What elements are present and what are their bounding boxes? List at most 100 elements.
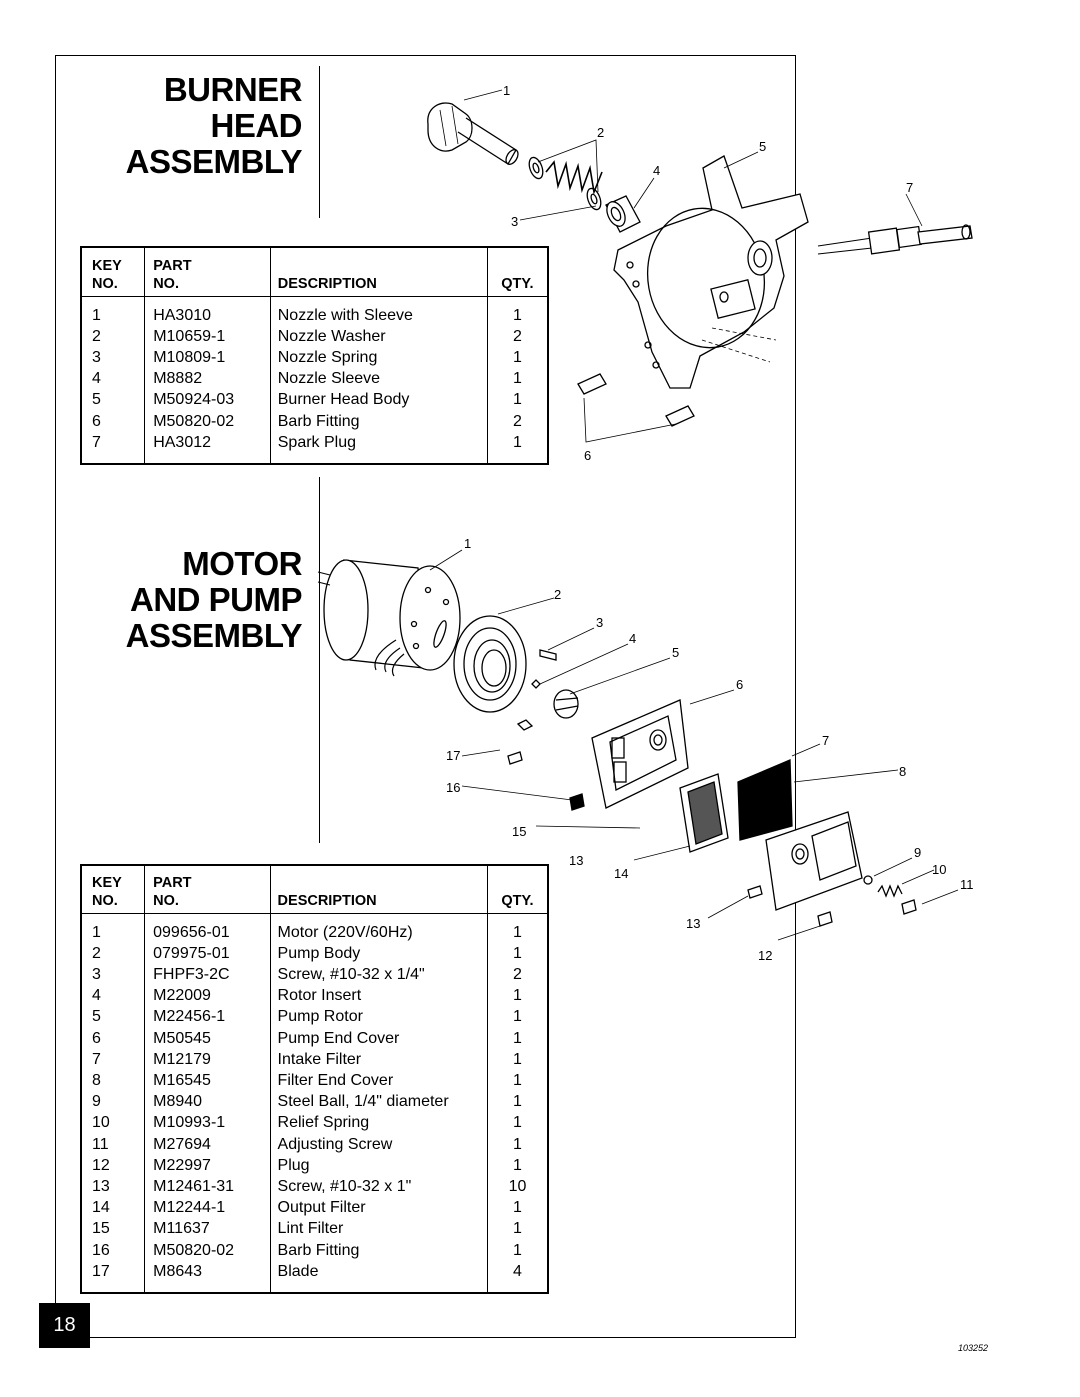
key-no-header: KEY NO.: [81, 247, 145, 297]
description-cell: Steel Ball, 1/4" diameter: [269, 1091, 488, 1113]
part-no-cell: M27694: [144, 1133, 271, 1155]
callout-number: 13: [569, 853, 583, 868]
qty-cell: 1: [486, 1091, 548, 1113]
part-no-cell: HA3012: [144, 431, 271, 453]
description-header: DESCRIPTION: [269, 247, 488, 297]
title-line: ASSEMBLY: [125, 143, 303, 180]
key-no-cell: 1: [92, 306, 101, 324]
callout-number: 17: [446, 748, 460, 763]
document-code: 103252: [958, 1343, 989, 1353]
qty-cell: 1: [486, 1027, 548, 1049]
description-cell: Pump Body: [269, 942, 488, 964]
callout-number: 5: [759, 139, 766, 154]
part-no-cell: 079975-01: [144, 942, 271, 964]
description-cell: Nozzle Spring: [269, 346, 488, 369]
qty-cell: 1: [486, 304, 548, 326]
qty-cell: 1: [486, 1239, 548, 1261]
qty-cell: 1: [486, 985, 548, 1007]
part-no-cell: M22456-1: [144, 1006, 271, 1028]
part-no-cell: M50820-02: [144, 1239, 271, 1261]
key-no-cell: 6: [92, 412, 101, 430]
part-no-cell: M10659-1: [144, 325, 271, 347]
key-no-cell: 7: [92, 433, 101, 451]
section-divider-line: [319, 66, 320, 218]
callout-number: 7: [822, 733, 829, 748]
callout-number: 2: [597, 125, 604, 140]
description-cell: Nozzle with Sleeve: [269, 304, 488, 326]
description-cell: Motor (220V/60Hz): [269, 921, 488, 943]
part-no-cell: M8940: [144, 1091, 271, 1113]
key-no-cell: 3: [92, 348, 101, 366]
key-no-cell: 11: [92, 1135, 109, 1153]
callout-number: 4: [629, 631, 636, 646]
part-no-cell: M22997: [144, 1154, 271, 1176]
qty-cell: 1: [486, 1218, 548, 1240]
part-no-cell: M8643: [144, 1260, 271, 1282]
qty-cell: 2: [486, 410, 548, 432]
description-cell: Rotor Insert: [269, 985, 488, 1007]
key-no-cell: 13: [92, 1177, 110, 1195]
qty-cell: 2: [486, 963, 548, 986]
description-cell: Lint Filter: [269, 1218, 488, 1240]
burner-head-exploded-view: [427, 89, 973, 443]
qty-cell: 1: [486, 1048, 548, 1070]
qty-cell: 1: [486, 1069, 548, 1092]
callout-number: 1: [464, 536, 471, 551]
key-no-cell: 17: [92, 1262, 110, 1280]
burner-head-assembly-title: BURNER HEAD ASSEMBLY: [100, 72, 303, 180]
key-no-cell: 4: [92, 370, 101, 388]
part-no-cell: M22009: [144, 985, 271, 1007]
key-no-header: KEY NO.: [81, 865, 145, 914]
callout-number: 2: [554, 587, 561, 602]
part-no-cell: HA3010: [144, 304, 271, 326]
key-no-cell: 6: [92, 1029, 101, 1047]
callout-number: 5: [672, 645, 679, 660]
title-line: ASSEMBLY: [125, 617, 303, 654]
qty-header: QTY.: [486, 247, 548, 297]
qty-cell: 1: [486, 921, 548, 943]
qty-cell: 1: [486, 1133, 548, 1155]
key-no-cell: 10: [92, 1114, 110, 1132]
callout-number: 12: [758, 948, 772, 963]
part-no-cell: FHPF3-2C: [144, 963, 271, 986]
description-cell: Spark Plug: [269, 431, 488, 453]
qty-cell: 1: [486, 1154, 548, 1176]
part-no-cell: M10993-1: [144, 1112, 271, 1134]
motor-pump-exploded-view: [317, 549, 959, 941]
page-number: 18: [39, 1303, 90, 1348]
part-no-cell: M11637: [144, 1218, 271, 1240]
key-no-cell: 2: [92, 944, 101, 962]
description-cell: Screw, #10-32 x 1": [269, 1175, 488, 1198]
description-cell: Plug: [269, 1154, 488, 1176]
callout-number: 1: [503, 83, 510, 98]
section-divider-line: [319, 477, 320, 843]
description-cell: Output Filter: [269, 1197, 488, 1219]
key-no-cell: 8: [92, 1071, 101, 1089]
description-cell: Intake Filter: [269, 1048, 488, 1070]
callout-number: 6: [736, 677, 743, 692]
key-no-cell: 1: [92, 923, 101, 941]
callout-number: 14: [614, 866, 628, 881]
part-no-cell: M50924-03: [144, 389, 271, 411]
callout-number: 7: [906, 180, 913, 195]
description-cell: Pump Rotor: [269, 1006, 488, 1028]
part-no-cell: M8882: [144, 368, 271, 390]
